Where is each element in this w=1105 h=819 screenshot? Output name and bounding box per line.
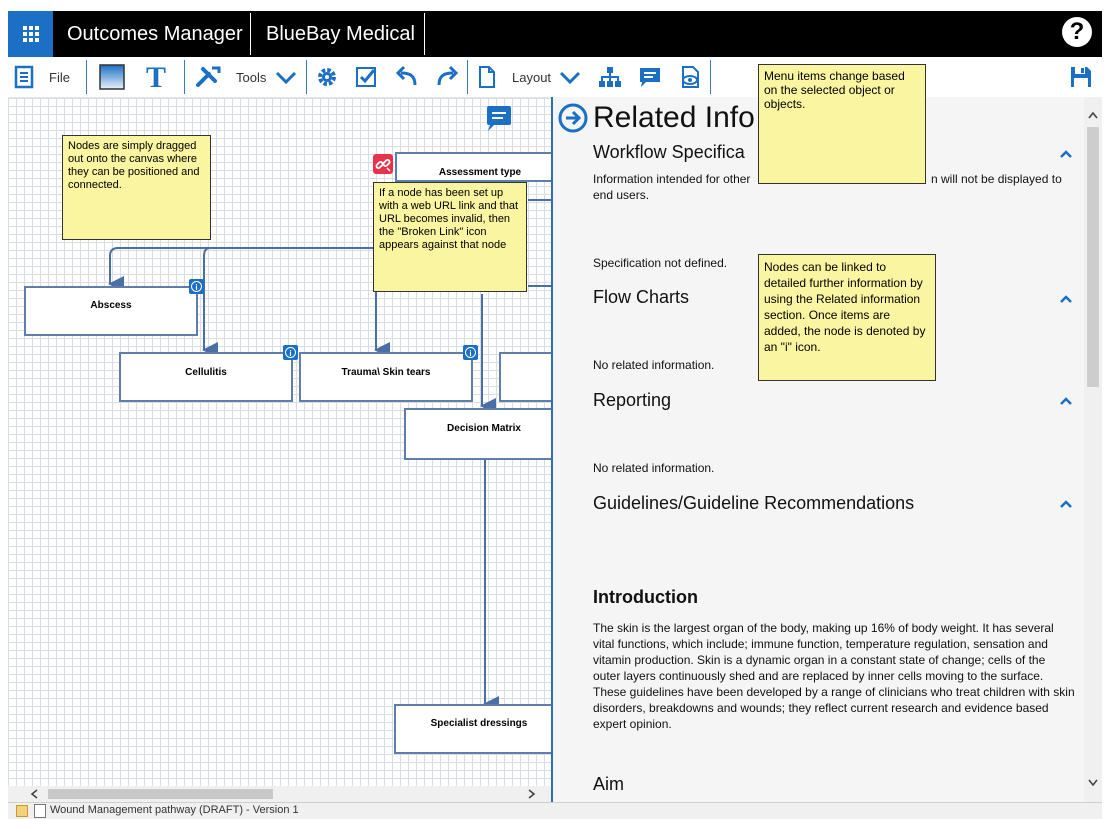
layout-dropdown-chevron-icon[interactable]: [559, 71, 581, 85]
workflow-info-text-c: end users.: [593, 188, 650, 202]
redo-icon[interactable]: [435, 65, 459, 89]
document-icon: [34, 804, 46, 818]
connector-abscess: [108, 247, 396, 292]
scrollbar-thumb[interactable]: [48, 789, 273, 799]
hierarchy-icon[interactable]: [598, 65, 622, 89]
organization-name: BlueBay Medical: [266, 23, 415, 45]
file-menu-label[interactable]: File: [49, 70, 70, 85]
related-information-panel: Related Info Workflow Specifica Informat…: [551, 97, 1086, 802]
section-title-reporting[interactable]: Reporting: [593, 390, 672, 410]
settings-gear-icon[interactable]: [315, 65, 339, 89]
help-button[interactable]: ?: [1062, 17, 1092, 47]
scrollbar-thumb[interactable]: [1087, 127, 1099, 387]
sticky-note[interactable]: Menu items change based on the selected …: [758, 64, 926, 184]
node-abscess[interactable]: Abscess: [24, 286, 198, 336]
reporting-empty-text: No related information.: [593, 461, 715, 475]
node-label: Abscess: [90, 300, 132, 311]
specification-status: Specification not defined.: [593, 256, 728, 270]
panel-title: Related Info: [593, 101, 755, 134]
toolbar-divider: [467, 60, 468, 94]
lock-icon: [16, 805, 28, 817]
fill-style-icon[interactable]: [99, 64, 125, 90]
scroll-right-icon[interactable]: [526, 789, 536, 799]
sticky-note[interactable]: Nodes are simply dragged out onto the ca…: [62, 135, 211, 240]
toolbar: File T Tools Layout: [8, 57, 1102, 98]
validate-checkbox-icon[interactable]: [355, 65, 379, 89]
sticky-note[interactable]: If a node has been set up with a web URL…: [373, 182, 527, 292]
node-partial[interactable]: [499, 352, 552, 402]
toolbar-divider: [710, 60, 711, 94]
canvas-comment-icon[interactable]: [485, 105, 513, 133]
workflow-info-text-a: Information intended for other: [593, 172, 751, 186]
node-specialist-dressings[interactable]: Specialist dressings: [394, 704, 552, 754]
grid-icon: [22, 26, 39, 42]
node-label: Specialist dressings: [430, 718, 528, 729]
scroll-left-icon[interactable]: [30, 789, 40, 799]
aim-heading: Aim: [593, 774, 624, 794]
app-launcher-button[interactable]: [8, 11, 53, 57]
tools-menu-label[interactable]: Tools: [236, 70, 267, 85]
diagram-canvas[interactable]: Assessment type Abscess Cellulitis Traum…: [8, 98, 552, 786]
chevron-up-icon[interactable]: [1059, 149, 1073, 159]
text-style-icon[interactable]: T: [146, 61, 167, 94]
toolbar-divider: [306, 60, 307, 94]
comment-icon[interactable]: [638, 65, 662, 89]
tools-dropdown-chevron-icon[interactable]: [275, 71, 297, 85]
introduction-text: The skin is the largest organ of the bod…: [593, 621, 1075, 731]
preview-eye-icon[interactable]: [678, 65, 702, 89]
horizontal-scrollbar[interactable]: [8, 786, 552, 802]
connector-cellulitis: [202, 247, 396, 358]
layout-menu-label[interactable]: Layout: [512, 70, 552, 85]
app-title: Outcomes Manager: [67, 23, 243, 45]
scroll-down-icon[interactable]: [1088, 777, 1098, 787]
title-divider: [424, 13, 425, 55]
status-bar: Wound Management pathway (DRAFT) - Versi…: [8, 802, 1102, 819]
info-badge-icon[interactable]: i: [189, 279, 204, 294]
node-label: Cellulitis: [185, 367, 227, 378]
toolbar-divider: [184, 60, 185, 94]
introduction-heading: Introduction: [593, 587, 698, 607]
file-menu-icon[interactable]: [13, 65, 37, 89]
workflow-info-text-b: n will not be displayed to: [931, 172, 1062, 186]
toolbar-divider: [86, 60, 87, 94]
scroll-up-icon[interactable]: [1088, 111, 1098, 121]
title-divider: [250, 13, 251, 55]
section-title-guidelines[interactable]: Guidelines/Guideline Recommendations: [593, 493, 915, 513]
node-assessment-type[interactable]: Assessment type: [395, 152, 552, 182]
flow-charts-empty-text: No related information.: [593, 358, 715, 372]
info-badge-icon[interactable]: i: [283, 345, 298, 360]
node-trauma-skin-tears[interactable]: Trauma\ Skin tears: [299, 352, 473, 402]
collapse-panel-arrow-icon[interactable]: [558, 103, 588, 133]
section-title-workflow[interactable]: Workflow Specifica: [593, 142, 745, 162]
chevron-up-icon[interactable]: [1059, 294, 1073, 304]
undo-icon[interactable]: [395, 65, 419, 89]
section-title-flow-charts[interactable]: Flow Charts: [593, 287, 690, 307]
broken-link-icon[interactable]: [373, 154, 393, 174]
document-status-text: Wound Management pathway (DRAFT) - Versi…: [50, 804, 299, 816]
title-bar: Outcomes Manager BlueBay Medical ?: [8, 11, 1102, 57]
node-label: Assessment type: [438, 167, 522, 178]
new-page-icon[interactable]: [475, 65, 499, 89]
sticky-note[interactable]: Nodes can be linked to detailed further …: [758, 254, 936, 381]
vertical-scrollbar[interactable]: [1084, 97, 1102, 802]
chevron-up-icon[interactable]: [1059, 396, 1073, 406]
node-decision-matrix[interactable]: Decision Matrix: [404, 408, 552, 460]
node-label: Decision Matrix: [447, 423, 521, 434]
connector-layer: [108, 199, 552, 712]
info-badge-icon[interactable]: i: [463, 345, 478, 360]
save-icon[interactable]: [1069, 65, 1093, 89]
node-label: Trauma\ Skin tears: [341, 367, 431, 378]
chevron-up-icon[interactable]: [1059, 499, 1073, 509]
tools-icon[interactable]: [195, 65, 223, 89]
node-cellulitis[interactable]: Cellulitis: [119, 352, 293, 402]
